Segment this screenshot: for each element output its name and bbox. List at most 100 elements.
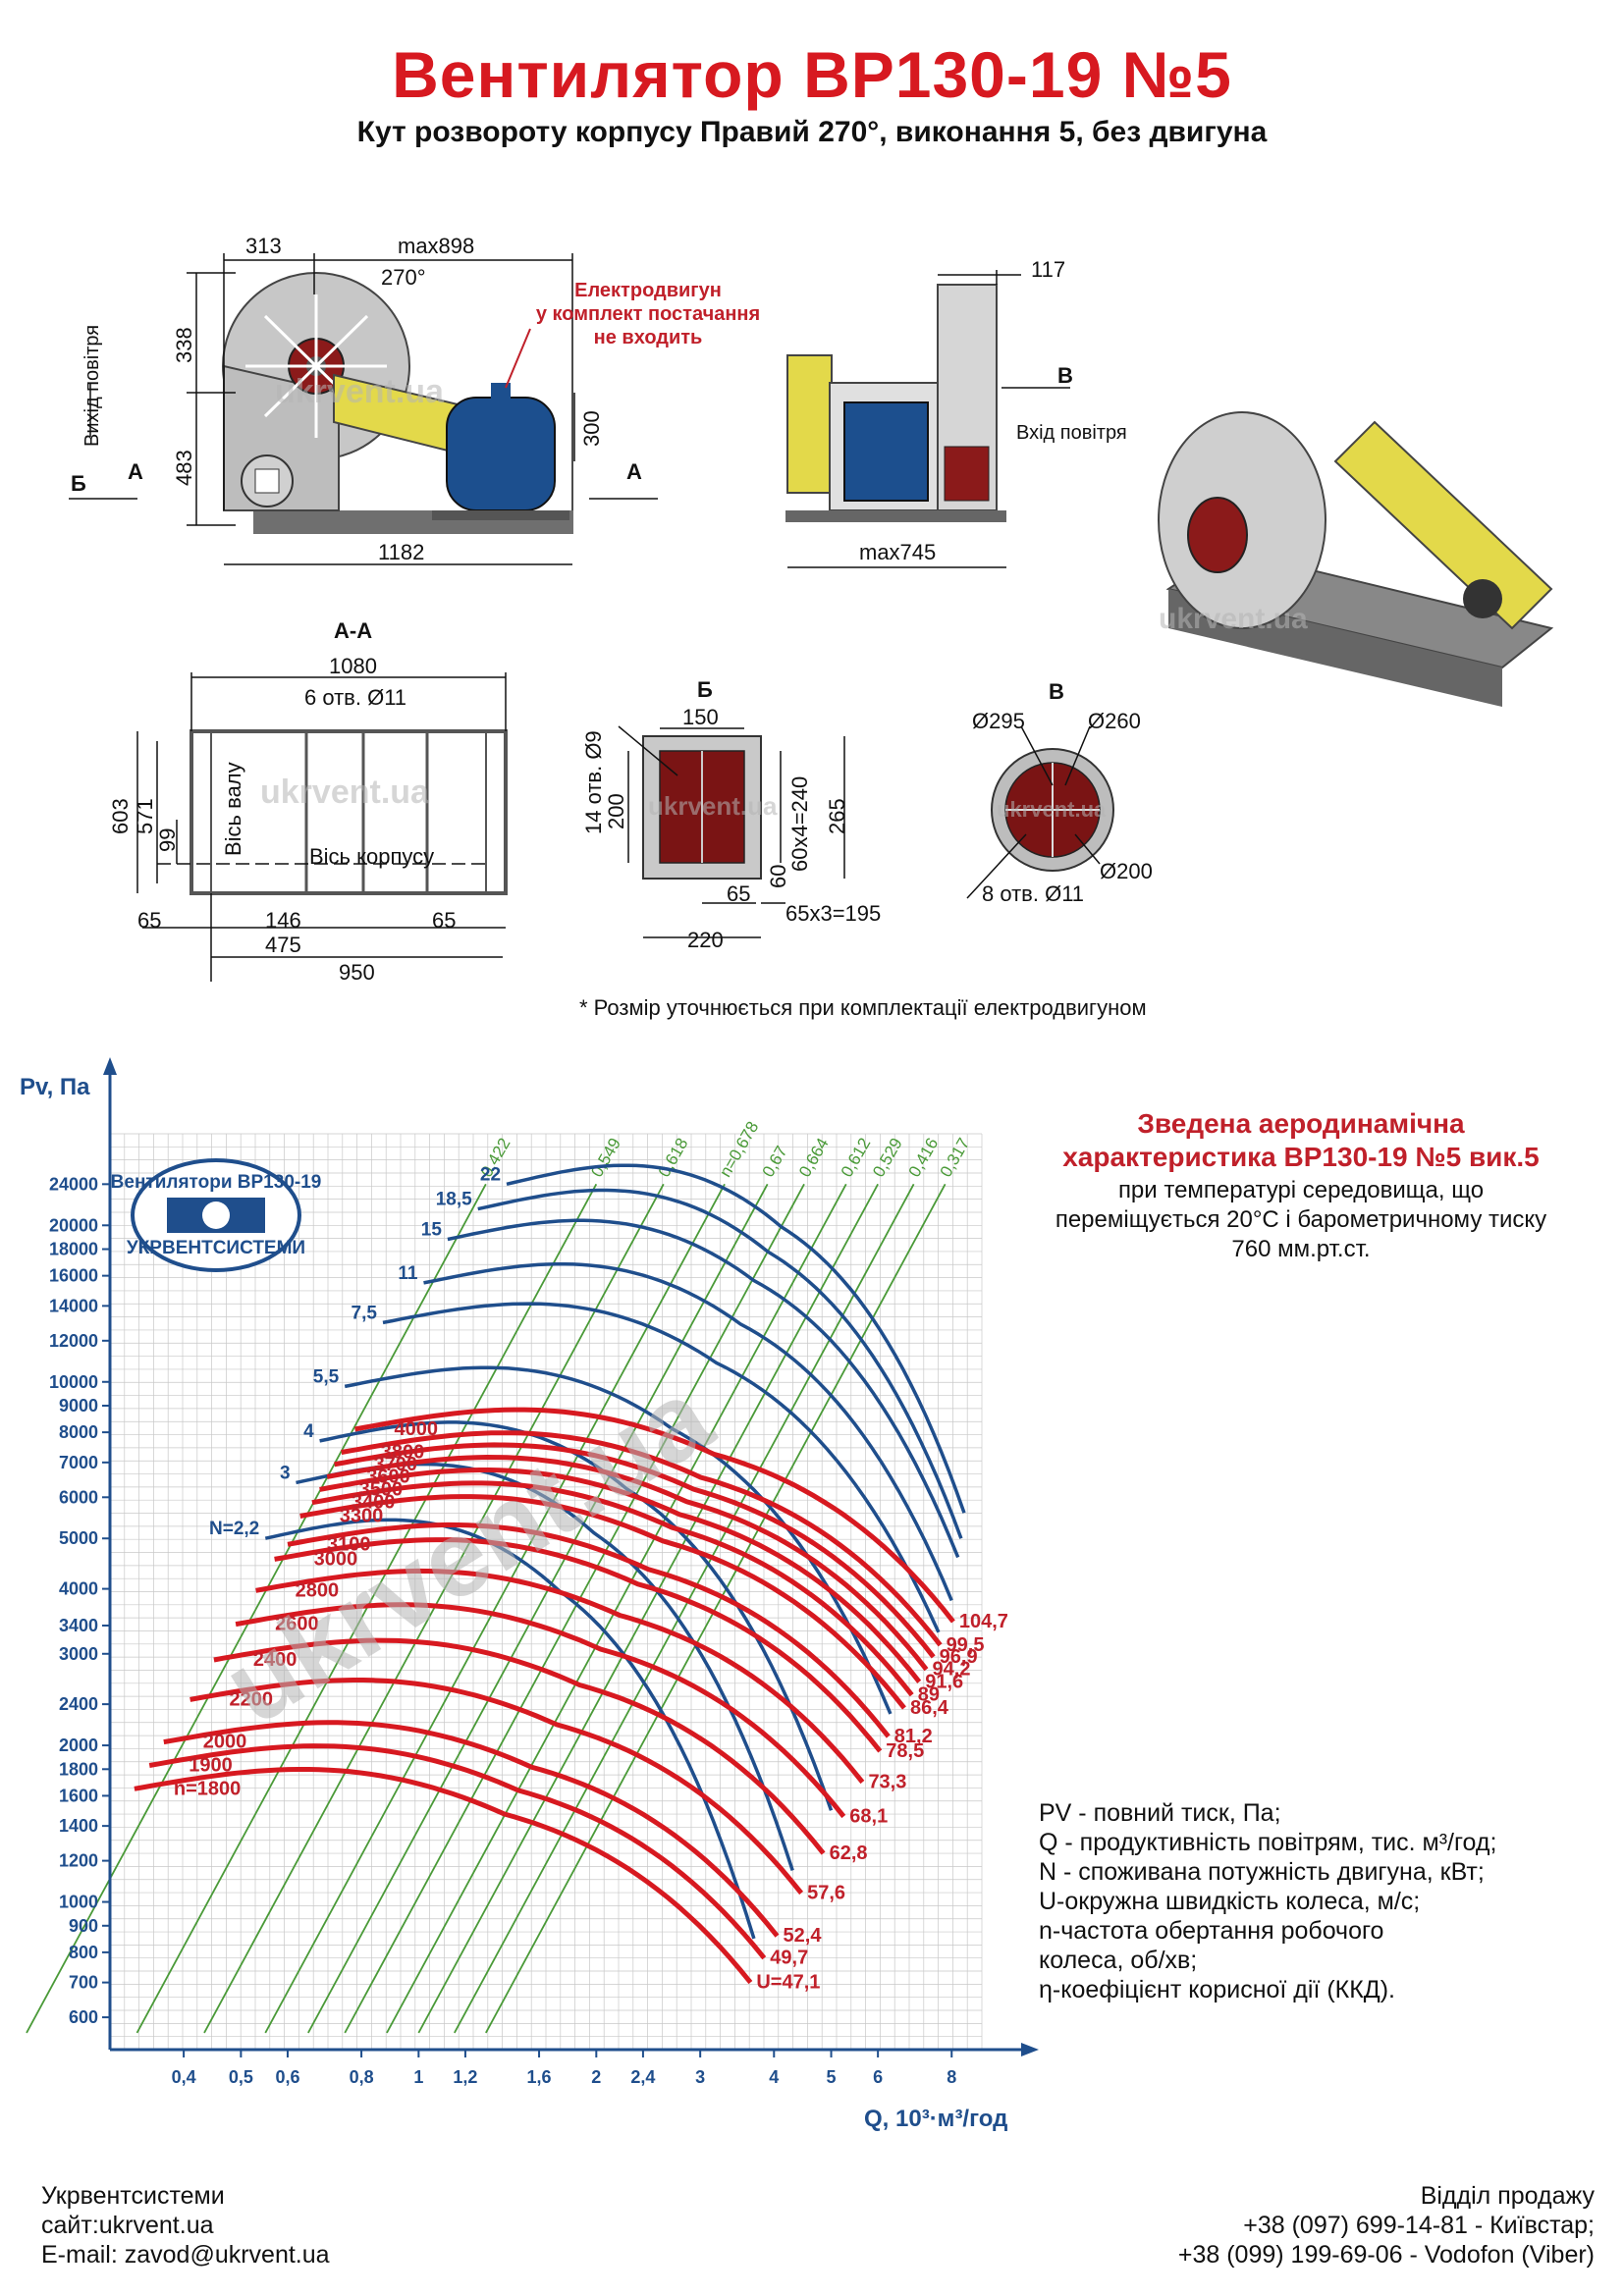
rpm-curve <box>299 1494 906 1710</box>
x-tick-label: 1,2 <box>453 2067 477 2087</box>
x-tick-label: 3 <box>695 2067 705 2087</box>
legend-rpm-2: колеса, об/хв; <box>1039 1947 1198 1974</box>
dim-313: 313 <box>245 234 282 258</box>
y-axis-title: Pv, Па <box>20 1074 90 1100</box>
watermark-2: ukrvent.ua <box>1159 603 1308 635</box>
rpm-label: 2400 <box>253 1649 298 1671</box>
u-label: 73,3 <box>868 1771 906 1792</box>
chart-grid <box>109 1133 983 2051</box>
x-tick-label: 0,5 <box>229 2067 253 2087</box>
power-label: 4 <box>303 1421 314 1442</box>
efficiency-line <box>203 1183 665 2034</box>
view-v-title: В <box>1049 679 1064 704</box>
badge-bottom: УКРВЕНТСИСТЕМИ <box>127 1238 305 1258</box>
x-axis-title: Q, 10³·м³/год <box>864 2106 1007 2132</box>
u-label: 57,6 <box>807 1883 845 1904</box>
flange-pitch-v: 60х4=240 <box>787 776 812 872</box>
y-tick-label: 600 <box>69 2007 98 2027</box>
watermark-4: ukrvent.ua <box>648 791 778 821</box>
efficiency-line <box>417 1183 879 2034</box>
efficiency-line <box>26 1183 487 2034</box>
dim-603: 603 <box>108 798 133 834</box>
power-label: 7,5 <box>352 1303 378 1323</box>
rpm-curve <box>163 1720 780 1938</box>
power-label: 22 <box>480 1164 501 1185</box>
x-tick-label: 6 <box>873 2067 883 2087</box>
dv-295: Ø295 <box>972 709 1025 733</box>
efficiency-label: 0,612 <box>838 1135 875 1180</box>
y-tick-label: 1200 <box>59 1851 98 1871</box>
dim-99: 99 <box>155 828 180 852</box>
dim-angle: 270° <box>381 265 426 290</box>
efficiency-line <box>307 1183 769 2034</box>
power-label: N=2,2 <box>209 1519 259 1539</box>
y-tick-label: 8000 <box>59 1422 98 1442</box>
rpm-curve <box>334 1442 936 1659</box>
flange-gap60: 60 <box>766 865 790 888</box>
dv-holes: 8 отв. Ø11 <box>982 881 1084 906</box>
chart-desc-line-2: переміщується 20°С і барометричному тиск… <box>1055 1206 1547 1233</box>
sales-info: Відділ продажу +38 (097) 699-14-81 - Киї… <box>1178 2181 1595 2269</box>
dim-1080: 1080 <box>329 654 377 678</box>
y-tick-label: 20000 <box>49 1215 98 1235</box>
y-tick-label: 800 <box>69 1943 98 1962</box>
dim-571: 571 <box>133 798 157 834</box>
u-label: 89 <box>918 1684 940 1706</box>
sales-title: Відділ продажу <box>1420 2182 1595 2210</box>
rpm-curve <box>148 1743 767 1960</box>
x-tick-label: 5 <box>827 2067 837 2087</box>
legend-eta: η-коефіцієнт корисної дії (ККД). <box>1039 1976 1395 2003</box>
y-axis-arrow <box>103 1057 117 1075</box>
rpm-label: 2600 <box>275 1614 319 1635</box>
rpm-label: 4000 <box>394 1418 438 1440</box>
dim-1182: 1182 <box>378 540 424 564</box>
power-curve <box>344 1365 893 1715</box>
u-label: 81,2 <box>894 1726 933 1747</box>
x-tick-label: 2,4 <box>630 2067 655 2087</box>
y-tick-label: 18000 <box>49 1240 98 1259</box>
chart-title: Зведена аеродинамічна характеристика ВР1… <box>1011 1107 1591 1174</box>
y-tick-label: 10000 <box>49 1372 98 1392</box>
rpm-label: 3500 <box>359 1478 404 1500</box>
sales-phone-1[interactable]: +38 (097) 699-14-81 - Київстар; <box>1243 2212 1595 2239</box>
dim-max898: max898 <box>398 234 474 258</box>
power-curve <box>506 1163 966 1514</box>
company-site[interactable]: сайт:ukrvent.ua <box>41 2212 214 2239</box>
sales-phone-2[interactable]: +38 (099) 199-69-06 - Vodofon (Viber) <box>1177 2241 1595 2269</box>
company-email[interactable]: E-mail: zavod@ukrvent.ua <box>41 2241 330 2269</box>
holes-label: 6 отв. Ø11 <box>304 685 406 710</box>
y-tick-label: 4000 <box>59 1579 98 1599</box>
u-label: 104,7 <box>959 1611 1008 1632</box>
rpm-curve <box>274 1537 883 1753</box>
legend-n: N - споживана потужність двигуна, кВт; <box>1039 1858 1485 1886</box>
rpm-curve <box>326 1454 929 1672</box>
efficiency-line <box>454 1183 915 2034</box>
dv-200: Ø200 <box>1100 859 1153 883</box>
axis-shaft: Вісь валу <box>221 762 245 856</box>
y-tick-label: 2000 <box>59 1735 98 1755</box>
fan-render: ukrvent.ua <box>1158 411 1554 707</box>
page-title: Вентилятор ВР130-19 №5 <box>392 38 1232 111</box>
u-label: U=47,1 <box>756 1972 820 1994</box>
y-tick-label: 1000 <box>59 1893 98 1912</box>
dv-260: Ø260 <box>1088 709 1141 733</box>
efficiency-label: 0,529 <box>869 1135 906 1180</box>
rpm-label: 3000 <box>314 1548 358 1570</box>
power-curve <box>264 1518 756 1940</box>
y-tick-label: 1600 <box>59 1786 98 1805</box>
footnote: * Розмір уточнюється при комплектації ел… <box>579 995 1147 1020</box>
x-tick-label: 8 <box>947 2067 956 2087</box>
dim-146: 146 <box>265 908 301 933</box>
x-axis-arrow <box>1021 2043 1039 2056</box>
power-label: 11 <box>398 1263 418 1284</box>
u-label: 52,4 <box>784 1925 823 1947</box>
rpm-curve <box>213 1637 826 1855</box>
efficiency-label: 0,67 <box>759 1143 791 1180</box>
chart-description: при температурі середовища, що переміщує… <box>1011 1176 1591 1264</box>
side-view: 117 max745 В Вхід повітря <box>785 257 1127 568</box>
rpm-curve <box>319 1468 922 1683</box>
x-tick-label: 1 <box>413 2067 423 2087</box>
dim-117: 117 <box>1031 257 1065 282</box>
